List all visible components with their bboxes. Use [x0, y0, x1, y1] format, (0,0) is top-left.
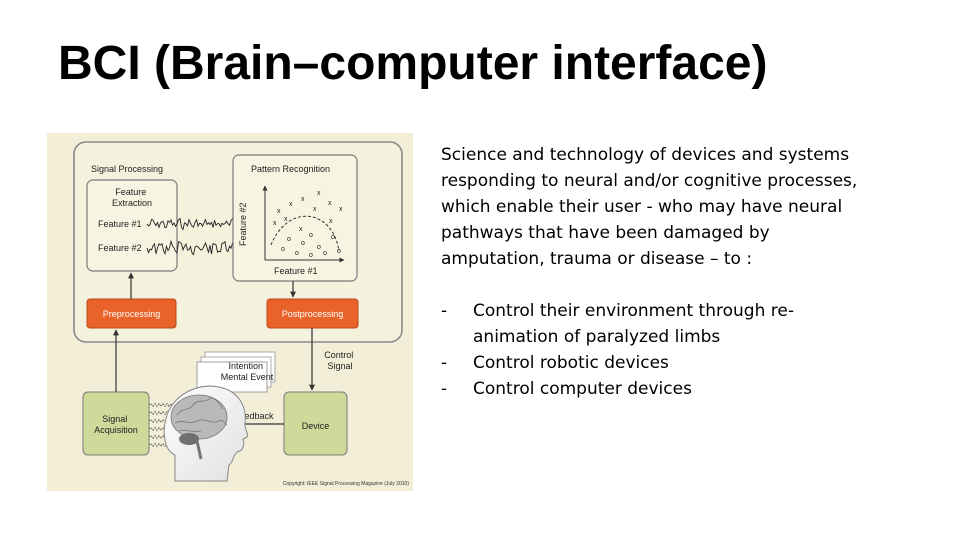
- signal-acquisition-label: Signal Acquisition: [94, 414, 138, 435]
- pattern-recognition-label: Pattern Recognition: [251, 164, 330, 174]
- bullet-marker: -: [441, 301, 448, 321]
- feedback-label: Feedback: [234, 411, 274, 421]
- plot-marker-x: x: [313, 206, 317, 213]
- slide-description: Science and technology of devices and sy…: [441, 145, 858, 269]
- control-signal-label: Control Signal: [324, 350, 356, 371]
- feature-2-label: Feature #2: [98, 243, 142, 253]
- plot-marker-x: x: [273, 220, 277, 227]
- plot-marker-x: x: [289, 201, 293, 208]
- plot-marker-x: x: [277, 208, 281, 215]
- device-label: Device: [302, 421, 330, 431]
- bullet-marker: -: [441, 379, 448, 399]
- plot-marker-o: o: [295, 250, 299, 257]
- slide-body: Science and technology of devices and sy…: [441, 142, 861, 402]
- plot-x-label: Feature #1: [274, 266, 318, 276]
- head-icon: [163, 385, 248, 482]
- preprocessing-label: Preprocessing: [103, 309, 161, 319]
- bullet-marker: -: [441, 353, 448, 373]
- feature-2-waveform: [146, 239, 235, 256]
- postprocessing-label: Postprocessing: [282, 309, 344, 319]
- plot-marker-x: x: [317, 190, 321, 197]
- plot-marker-x: x: [284, 216, 288, 223]
- feature-extraction-box: [86, 179, 178, 272]
- plot-y-label: Feature #2: [238, 202, 248, 246]
- list-item-text: Control their environment through re-ani…: [473, 301, 794, 347]
- plot-marker-x: x: [301, 196, 305, 203]
- capability-list: - Control their environment through re-an…: [441, 298, 861, 402]
- plot-marker-o: o: [331, 234, 335, 241]
- feature-1-waveform: [146, 217, 235, 231]
- list-item: - Control computer devices: [441, 376, 861, 402]
- decision-boundary: [270, 215, 340, 252]
- list-item-text: Control computer devices: [473, 379, 692, 399]
- list-item-text: Control robotic devices: [473, 353, 669, 373]
- eeg-line: [148, 402, 176, 408]
- feature-1-label: Feature #1: [98, 219, 142, 229]
- intention-label: Intention Mental Event: [221, 361, 274, 382]
- slide-title: BCI (Brain–computer interface): [58, 37, 768, 90]
- plot-marker-o: o: [323, 250, 327, 257]
- plot-marker-o: o: [337, 248, 341, 255]
- plot-marker-o: o: [309, 252, 313, 259]
- plot-marker-o: o: [281, 246, 285, 253]
- plot-marker-o: o: [317, 244, 321, 251]
- list-item: - Control their environment through re-an…: [441, 298, 861, 350]
- bci-diagram: Signal Processing Feature Extraction Fea…: [47, 133, 413, 491]
- plot-marker-o: o: [309, 232, 313, 239]
- plot-marker-x: x: [339, 206, 343, 213]
- plot-marker-x: x: [329, 218, 333, 225]
- plot-marker-x: x: [299, 226, 303, 233]
- feature-extraction-label: Feature Extraction: [112, 187, 152, 208]
- signal-processing-label: Signal Processing: [91, 164, 163, 174]
- plot-marker-x: x: [328, 200, 332, 207]
- list-item: - Control robotic devices: [441, 350, 861, 376]
- plot-marker-o: o: [287, 236, 291, 243]
- plot-marker-o: o: [301, 240, 305, 247]
- copyright-note: Copyright: IEEE Signal Processing Magazi…: [283, 481, 410, 487]
